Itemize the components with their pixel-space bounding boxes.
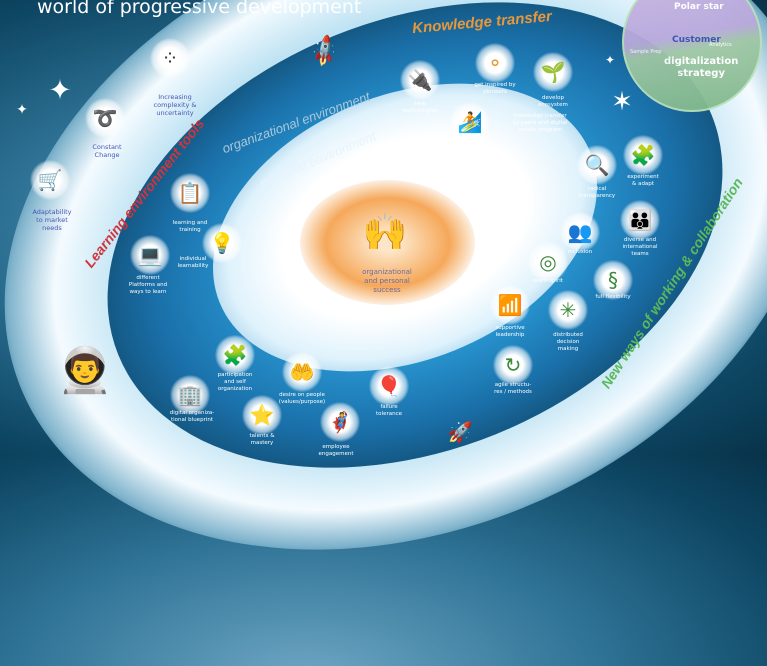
- collab-item-label: team spirit: [533, 278, 563, 284]
- chip-icon: 🔌: [400, 60, 440, 100]
- learning-item-label: learning and training: [172, 220, 208, 233]
- collab-item-label: agile structu- res / methods: [494, 382, 532, 395]
- knowledge-item-label: develop ecosystem: [538, 95, 568, 108]
- analytics-label: Analytics: [709, 42, 732, 48]
- magnifier-icon: 🔍: [577, 145, 617, 185]
- success-core: [300, 180, 475, 305]
- strategy-label: digitalization strategy: [664, 56, 739, 79]
- polar-star-title: Polar star: [674, 2, 724, 12]
- loop-arrow-icon: ➰: [85, 98, 125, 138]
- org-item-label: digital organiza- tional blueprint: [169, 410, 215, 423]
- collab-item-label: diverse and international teams: [622, 237, 658, 257]
- sparkle-icon: ✦: [48, 73, 72, 107]
- collab-item-label: experiment & adapt: [627, 174, 659, 187]
- org-item-label: participation and self organization: [217, 372, 253, 392]
- page-title: world of progressive development: [37, 0, 362, 18]
- sample-prep-label: Sample Prep: [630, 49, 662, 55]
- customer-label: Customer: [672, 35, 721, 45]
- org-item-label: failure tolerance: [376, 404, 402, 417]
- flexibility-icon: §: [593, 260, 633, 300]
- newton-cradle-icon: ⚬: [475, 43, 515, 83]
- sparkle-icon: ✦: [604, 53, 616, 67]
- balloon-icon: 🎈: [369, 366, 409, 406]
- team-icon: 👪: [620, 200, 660, 240]
- flying-person-icon: 🦸: [320, 402, 360, 442]
- presentation-icon: 📋: [170, 173, 210, 213]
- collab-item-label: inclusion: [567, 249, 593, 255]
- stairs-icon: 📶: [490, 285, 530, 325]
- collab-item-label: full flexibility: [595, 294, 631, 300]
- group-icon: 👥: [560, 212, 600, 252]
- knowledge-item-label: new technologies: [402, 101, 438, 114]
- celebrating-people-icon: 🙌: [362, 212, 408, 253]
- hand-plant-icon: 🌱: [533, 52, 573, 92]
- center-label: organizational and personal success: [362, 268, 412, 294]
- team-circle-icon: ◎: [528, 242, 568, 282]
- outer-item-label: Constant Change: [92, 143, 122, 160]
- org-item-label: desire on people (values/purpose): [278, 392, 326, 405]
- learning-item-label: different Platforms and ways to learn: [128, 275, 168, 295]
- outer-item-label: Adaptability to market needs: [32, 208, 72, 233]
- head-ideas-icon: 💡: [202, 223, 242, 263]
- collab-item-label: distributed decision making: [553, 332, 583, 352]
- astronaut-telescope-icon: 👨‍🚀: [57, 345, 113, 396]
- org-item-label: employee engagement: [318, 444, 354, 457]
- org-item-label: talents & mastery: [249, 433, 275, 446]
- outer-item-label: Increasing complexity & uncertainty: [153, 93, 197, 118]
- dot-network-icon: ⁘: [150, 38, 190, 78]
- knowledge-item-label: knowledge transfer by peers and digital …: [512, 113, 568, 133]
- decision-icon: ✳: [548, 290, 588, 330]
- agile-loop-icon: ↻: [493, 345, 533, 385]
- surfer-icon: 🏄: [450, 102, 490, 142]
- collab-item-label: supportive leadership: [495, 325, 525, 338]
- hands-person-icon: 🤲: [282, 352, 322, 392]
- building-icon: 🏢: [170, 375, 210, 415]
- sparkle-icon: ✶: [611, 87, 633, 117]
- rocket-icon: 🚀: [447, 420, 473, 444]
- learning-item-label: individual learnability: [177, 256, 209, 269]
- sparkle-icon: ✦: [16, 102, 28, 118]
- shopping-cart-icon: 🛒: [30, 160, 70, 200]
- collab-item-label: radical transparency: [578, 186, 616, 199]
- puzzle-icon: 🧩: [623, 135, 663, 175]
- knowledge-item-label: get inspired by pioneers: [474, 82, 516, 95]
- puzzle-globe-icon: 🧩: [215, 335, 255, 375]
- laptop-icon: 💻: [130, 235, 170, 275]
- polar-star-circle: Polar star Customer Sample Prep Analytic…: [622, 0, 762, 112]
- star-trophy-icon: ⭐: [242, 395, 282, 435]
